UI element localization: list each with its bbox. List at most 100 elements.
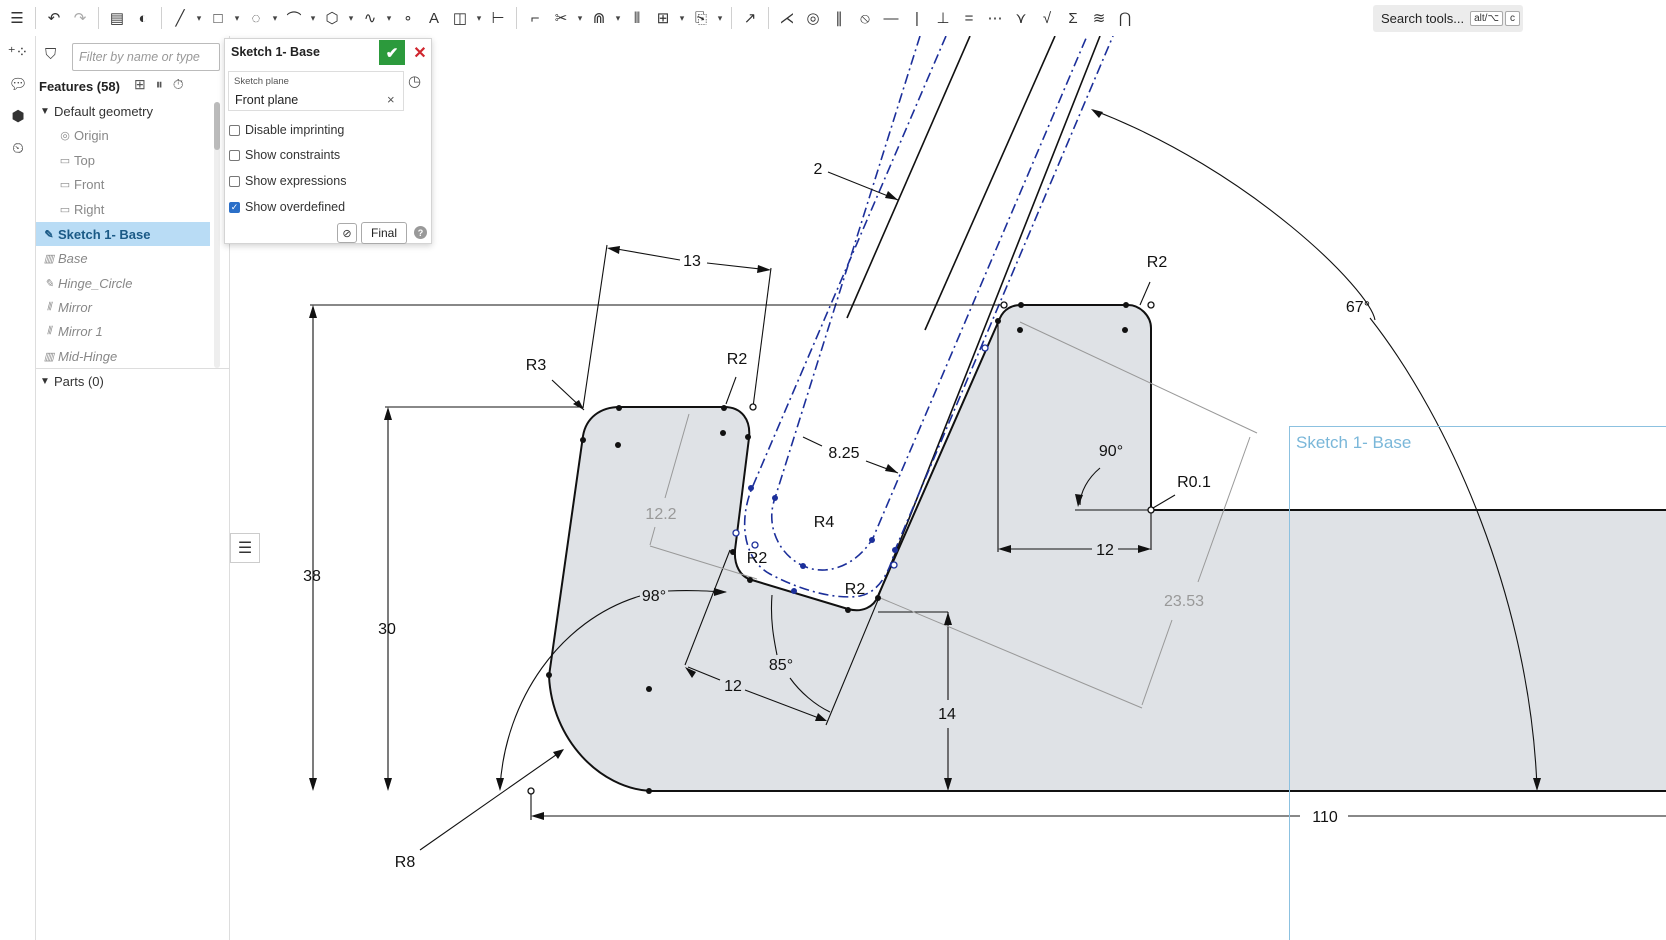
option-show-expressions[interactable]: Show expressions [229, 172, 346, 190]
vertical-icon[interactable]: | [915, 9, 919, 27]
dim-label-12-slant[interactable]: 12 [724, 678, 742, 695]
transform-icon[interactable]: ↗ [743, 10, 757, 27]
dim-label-98-deg[interactable]: 98° [642, 588, 666, 605]
fillet-icon[interactable]: ⌐ [530, 9, 540, 27]
comment-icon[interactable]: 💬︎ [8, 76, 28, 93]
tree-item-top[interactable]: ▭ Top [36, 148, 210, 172]
tree-scrollbar-thumb[interactable] [214, 102, 220, 150]
pierce-icon[interactable]: √ [1042, 9, 1052, 27]
document-icon[interactable]: ▤ [109, 10, 125, 27]
sketch-canvas[interactable]: 2 13 R2 R3 R2 67° 8.25 90° R0.1 38 30 12… [230, 36, 1666, 940]
parts-icon[interactable]: ⬢ [11, 108, 25, 125]
dim-label-13[interactable]: 13 [683, 253, 701, 270]
offset-icon[interactable]: ⋒ [592, 10, 606, 27]
dim-label-r4[interactable]: R4 [814, 514, 835, 531]
filter-icon[interactable]: ⛉ [45, 46, 57, 63]
redo-icon[interactable]: ↷ [73, 10, 87, 27]
feature-list-icon[interactable]: ☰ [10, 10, 24, 27]
checkbox-checked[interactable]: ✓ [229, 201, 240, 213]
symmetric-icon[interactable]: Σ [1068, 9, 1078, 27]
dim-label-110[interactable]: 110 [1312, 809, 1338, 826]
arc-icon[interactable]: ⌒ [286, 10, 302, 28]
chevron-down-icon[interactable]: ▾ [386, 12, 392, 23]
sketch-plane-field[interactable]: Sketch plane Front plane × [228, 71, 404, 111]
tree-default-geometry[interactable]: ▼ Default geometry [36, 99, 210, 123]
midpoint-icon[interactable]: ⋯ [987, 10, 1003, 27]
final-state-icon[interactable]: ⊘ [337, 223, 357, 243]
polygon-icon[interactable]: ⬡ [325, 10, 339, 27]
text-icon[interactable]: A [428, 9, 439, 27]
tree-scrollbar[interactable] [214, 102, 220, 368]
mirror-icon[interactable]: ⫴ [633, 9, 641, 27]
tree-item-right[interactable]: ▭ Right [36, 197, 210, 221]
chevron-down-icon[interactable]: ▾ [310, 12, 316, 23]
trim-icon[interactable]: ✂ [554, 10, 568, 27]
tangent-icon[interactable]: ⦸ [860, 9, 870, 27]
clear-icon[interactable]: × [387, 92, 395, 107]
history-icon[interactable]: ⏲ [12, 139, 24, 157]
add-folder-icon[interactable]: ⊞ [134, 76, 146, 92]
horizontal-icon[interactable]: — [883, 9, 899, 27]
checkbox[interactable] [229, 175, 240, 187]
chevron-down-icon[interactable]: ▾ [577, 12, 583, 23]
option-show-overdefined[interactable]: ✓ Show overdefined [229, 198, 345, 216]
dim-label-r3[interactable]: R3 [526, 357, 547, 374]
option-disable-imprinting[interactable]: Disable imprinting [229, 121, 344, 139]
sketch-list-button[interactable]: ☰ [230, 533, 260, 563]
circle-icon[interactable]: ◌ [251, 9, 261, 27]
fix-icon[interactable]: ≋ [1092, 10, 1106, 27]
dim-label-14[interactable]: 14 [938, 706, 956, 723]
tree-item-front[interactable]: ▭ Front [36, 172, 210, 196]
construction-icon[interactable]: ◫ [452, 10, 468, 27]
chevron-down-icon[interactable]: ▾ [272, 12, 278, 23]
dim-label-2[interactable]: 2 [814, 161, 823, 178]
sketch-dialog-title[interactable]: Sketch 1- Base [231, 45, 320, 59]
spline-icon[interactable]: ∿ [363, 10, 377, 27]
dim-label-r2-inner[interactable]: R2 [747, 550, 768, 567]
chevron-down-icon[interactable]: ▾ [196, 12, 202, 23]
filter-input[interactable] [72, 43, 220, 71]
dimension-icon[interactable]: ⊢ [491, 10, 505, 27]
dim-label-12-2[interactable]: 12.2 [645, 506, 676, 523]
accept-button[interactable]: ✔ [379, 40, 405, 65]
search-tools-button[interactable]: Search tools... alt/⌥ c [1373, 5, 1523, 32]
tree-item-mirror[interactable]: ⫴ Mirror [36, 295, 210, 319]
insert-icon[interactable]: ⁺⁘ [7, 44, 29, 61]
pattern-icon[interactable]: ⊞ [656, 10, 670, 27]
line-icon[interactable]: ╱ [175, 10, 185, 27]
tree-parts[interactable]: ▼ Parts (0) [36, 369, 210, 393]
perpendicular-icon[interactable]: ⊥ [936, 10, 950, 27]
tree-item-mid-hinge[interactable]: ▥ Mid-Hinge [36, 344, 210, 368]
curvature-icon[interactable]: ⋂ [1118, 10, 1132, 27]
chevron-down-icon[interactable]: ▼ [40, 105, 50, 117]
equal-icon[interactable]: = [964, 9, 974, 27]
tree-item-hinge-circle[interactable]: ✎ Hinge_Circle [36, 271, 210, 295]
history-icon[interactable]: ◷ [408, 73, 422, 90]
parallel-icon[interactable]: ∥ [835, 10, 843, 27]
dim-label-r0-1[interactable]: R0.1 [1177, 474, 1211, 491]
tree-item-base[interactable]: ▥ Base [36, 246, 210, 270]
chevron-down-icon[interactable]: ▾ [234, 12, 240, 23]
dim-label-8-25[interactable]: 8.25 [828, 445, 859, 462]
point-icon[interactable]: ∘ [403, 10, 413, 27]
checkbox[interactable] [229, 124, 240, 136]
chevron-down-icon[interactable]: ▾ [615, 12, 621, 23]
dim-label-30[interactable]: 30 [378, 621, 396, 638]
chevron-down-icon[interactable]: ▾ [679, 12, 685, 23]
undo-icon[interactable]: ↶ [47, 10, 61, 27]
chevron-down-icon[interactable]: ▼ [40, 375, 50, 387]
checkbox[interactable] [229, 149, 240, 161]
dim-label-r2-left[interactable]: R2 [727, 351, 748, 368]
final-button[interactable]: Final [361, 222, 407, 244]
help-icon[interactable]: ? [414, 226, 427, 239]
dim-label-38[interactable]: 38 [303, 568, 321, 585]
coincident-icon[interactable]: ⋌ [779, 10, 795, 27]
tree-item-sketch-selected[interactable]: ✎ Sketch 1- Base [36, 222, 210, 246]
dxf-icon[interactable]: ⎘ [694, 9, 707, 27]
cancel-button[interactable]: ✕ [409, 40, 431, 65]
dim-label-12-width[interactable]: 12 [1096, 542, 1114, 559]
rectangle-icon[interactable]: □ [213, 9, 223, 27]
timer-icon[interactable]: ⏱ [172, 76, 184, 92]
dim-label-r8[interactable]: R8 [395, 854, 416, 871]
dim-label-r2-corner[interactable]: R2 [1147, 254, 1168, 271]
